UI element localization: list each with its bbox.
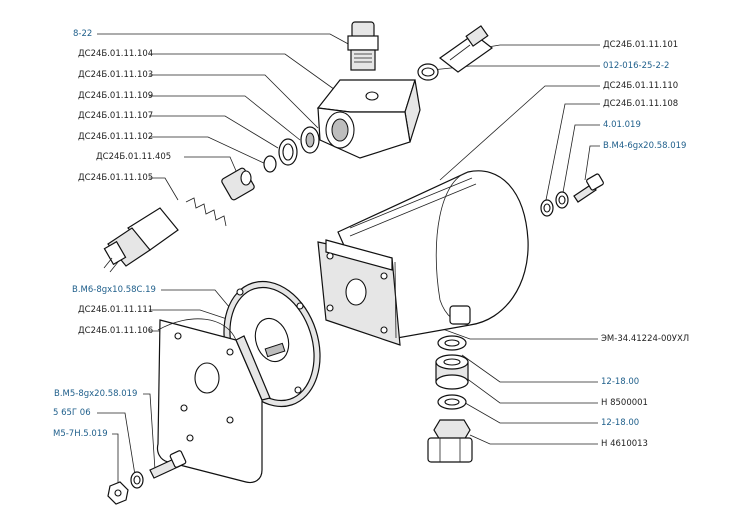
washer-screw-right xyxy=(540,173,604,217)
label-em-34: ЭМ-34.41224-00УХЛ xyxy=(601,334,690,344)
label-12-18-a[interactable]: 12-18.00 xyxy=(601,377,640,387)
label-4-01-019[interactable]: 4.01.019 xyxy=(603,120,641,130)
label-ds24b-105: ДС24Б.01.11.105 xyxy=(78,173,154,183)
label-8-22[interactable]: 8-22 xyxy=(73,29,93,39)
label-ds24b-107: ДС24Б.01.11.107 xyxy=(78,111,154,121)
bolt-washer-nut-m5 xyxy=(107,450,187,505)
label-ds24b-405: ДС24Б.01.11.405 xyxy=(96,152,172,162)
label-ds24b-108: ДС24Б.01.11.108 xyxy=(603,99,679,109)
electric-motor-em34 xyxy=(317,170,529,346)
label-ds24b-104: ДС24Б.01.11.104 xyxy=(78,49,154,59)
label-012-016-25-2-2[interactable]: 012-016-25-2-2 xyxy=(603,61,670,71)
label-m5-7h[interactable]: М5-7Н.5.019 xyxy=(53,429,108,439)
label-vm4-6gx20[interactable]: В.М4-6gx20.58.019 xyxy=(603,141,687,151)
plug-spring-fitting xyxy=(103,167,255,273)
label-h-8500001: Н 8500001 xyxy=(601,398,648,408)
valve-body-104 xyxy=(316,79,421,159)
label-12-18-b[interactable]: 12-18.00 xyxy=(601,418,640,428)
label-ds24b-109: ДС24Б.01.11.109 xyxy=(78,91,154,101)
label-5-65g-06[interactable]: 5 65Г 06 xyxy=(53,408,91,418)
label-ds24b-102: ДС24Б.01.11.102 xyxy=(78,132,154,142)
label-vm6-8gx10[interactable]: В.М6-8gx10.58С.19 xyxy=(72,285,156,295)
label-ds24b-106: ДС24Б.01.11.106 xyxy=(78,326,154,336)
label-vm5-8gx20[interactable]: В.М5-8gx20.58.019 xyxy=(54,389,138,399)
label-ds24b-110: ДС24Б.01.11.110 xyxy=(603,81,679,91)
label-ds24b-101: ДС24Б.01.11.101 xyxy=(603,40,679,50)
leader-lines xyxy=(97,33,600,488)
label-ds24b-103: ДС24Б.01.11.103 xyxy=(78,70,154,80)
bracket-plate-106 xyxy=(156,318,271,484)
seal-rings xyxy=(263,63,439,173)
label-ds24b-111: ДС24Б.01.11.111 xyxy=(78,305,154,315)
bushings-right xyxy=(427,335,473,463)
fitting-8-22 xyxy=(347,21,379,71)
fitting-101 xyxy=(438,25,494,73)
label-h-4610013: Н 4610013 xyxy=(601,439,648,449)
